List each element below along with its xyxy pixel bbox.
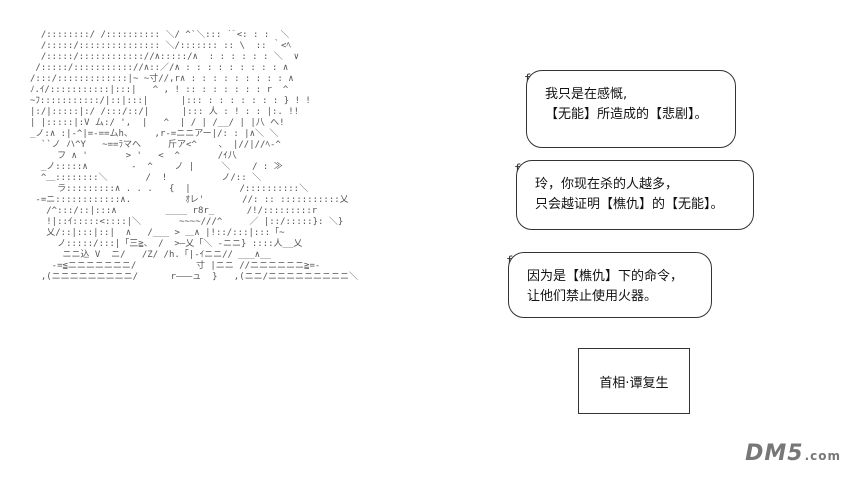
bubble-1-line-1: 我只是在感慨, — [545, 87, 628, 102]
bubble-3-line-1: 因为是【樵仇】下的命令， — [527, 269, 684, 284]
watermark-suffix: .com — [804, 449, 841, 463]
speech-bubble-1: 我只是在感慨, 【无能】所造成的【悲剧】。 — [526, 70, 736, 148]
bubble-3-line-2: 让他们禁止使用火器。 — [527, 289, 658, 304]
speaker-name-card: 首相·谭复生 — [578, 348, 690, 414]
speech-bubble-2: 玲，你现在杀的人越多， 只会越证明【樵仇】的【无能】。 — [516, 160, 754, 230]
ascii-art-figure: /::::::::/ /:::::::::: ＼/ ^`＼::: `ﾞ<: : … — [30, 30, 359, 282]
watermark-logo-text: DM5 — [745, 441, 804, 466]
site-watermark: DM5 .com — [745, 441, 841, 466]
bubble-2-line-1: 玲，你现在杀的人越多， — [535, 177, 679, 192]
speaker-name-label: 首相·谭复生 — [599, 375, 669, 391]
speech-bubble-3: 因为是【樵仇】下的命令， 让他们禁止使用火器。 — [508, 252, 712, 318]
bubble-2-line-2: 只会越证明【樵仇】的【无能】。 — [535, 197, 724, 212]
bubble-1-line-2: 【无能】所造成的【悲剧】。 — [545, 107, 708, 122]
